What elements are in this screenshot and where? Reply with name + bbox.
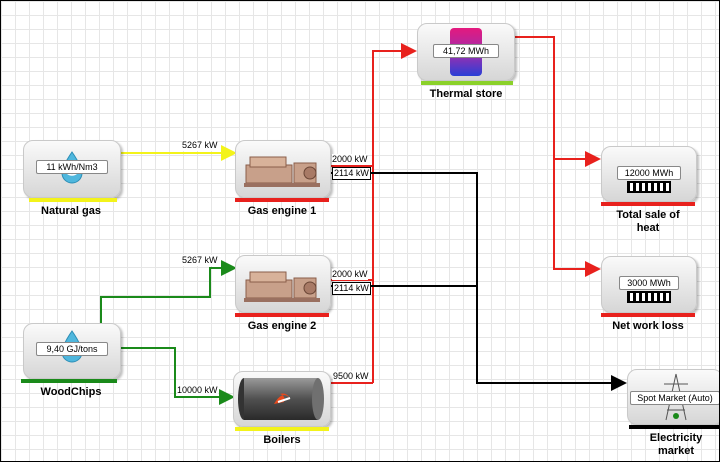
heat-collector-line (331, 51, 415, 383)
thermal-store-node[interactable]: 41,72 MWh (417, 23, 515, 81)
engine-icon (244, 151, 324, 194)
heat-to-loss-line (554, 159, 599, 269)
total-sale-of-heat-node[interactable]: 12000 MWh (601, 146, 697, 202)
woodchips-node[interactable]: 9,40 GJ/tons (23, 323, 121, 379)
total-sale-of-heat-label: Total sale of heat (609, 209, 687, 235)
flow-engine1-elec: 2114 kW (332, 167, 371, 180)
net-work-loss-bar (601, 313, 695, 317)
flow-engine2-heat: 2000 kW (332, 269, 368, 280)
electricity-market-value: Spot Market (Auto) (630, 391, 720, 405)
electricity-market-label: Electricity market (637, 432, 715, 458)
elec-engine1-line (331, 173, 625, 383)
boiler-icon (236, 376, 328, 427)
electricity-market-node[interactable]: Spot Market (Auto) (627, 369, 720, 425)
total-sale-of-heat-value: 12000 MWh (617, 166, 681, 180)
woodchips-value: 9,40 GJ/tons (36, 342, 108, 356)
flow-wood-to-engine2: 5267 kW (182, 255, 218, 266)
natural-gas-label: Natural gas (23, 205, 119, 218)
natural-gas-bar (29, 198, 117, 202)
woodchips-label: WoodChips (23, 386, 119, 399)
flow-engine2-elec: 2114 kW (332, 282, 371, 295)
thermal-store-value: 41,72 MWh (433, 44, 499, 58)
flow-gas-to-engine1: 5267 kW (182, 140, 218, 151)
heat-out-line (513, 37, 599, 159)
net-work-loss-value: 3000 MWh (619, 276, 679, 290)
wood-to-engine2-line (101, 268, 235, 323)
natural-gas-node[interactable]: 11 kWh/Nm3 (23, 140, 121, 198)
flow-boilers-heat: 9500 kW (333, 371, 369, 382)
net-work-loss-node[interactable]: 3000 MWh (601, 256, 697, 313)
radiator-icon (627, 179, 671, 200)
boilers-node[interactable] (233, 371, 331, 427)
engine-icon (244, 266, 324, 309)
net-work-loss-label: Net work loss (601, 320, 695, 333)
woodchips-bar (21, 379, 117, 383)
electricity-market-bar (629, 425, 719, 429)
total-sale-of-heat-bar (601, 202, 695, 206)
thermal-store-label: Thermal store (411, 88, 521, 101)
gas-engine-1-label: Gas engine 1 (235, 205, 329, 218)
thermal-store-bar (421, 81, 513, 85)
gas-engine-2-label: Gas engine 2 (235, 320, 329, 333)
gas-engine-1-node[interactable] (235, 140, 331, 198)
boilers-bar (235, 427, 329, 431)
gas-engine-2-bar (235, 313, 329, 317)
flow-wood-to-boilers: 10000 kW (177, 385, 218, 396)
flow-engine1-heat: 2000 kW (332, 154, 368, 165)
natural-gas-value: 11 kWh/Nm3 (36, 160, 108, 174)
boilers-label: Boilers (235, 434, 329, 447)
radiator-icon (627, 289, 671, 310)
gas-engine-1-bar (235, 198, 329, 202)
gas-engine-2-node[interactable] (235, 255, 331, 313)
